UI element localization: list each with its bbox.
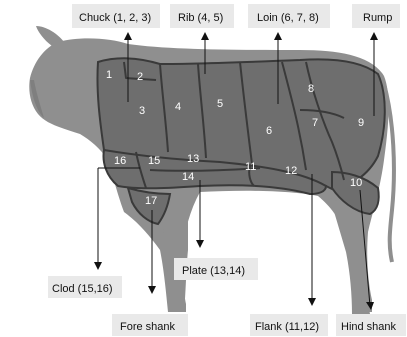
flank-label: Flank (11,12)	[255, 321, 319, 333]
fore-shank-label: Fore shank	[120, 321, 176, 333]
cut-number-6: 6	[266, 125, 272, 137]
clod-label: Clod (15,16)	[52, 283, 113, 295]
cut-number-13: 13	[187, 153, 199, 165]
cut-number-11: 11	[245, 161, 256, 173]
cut-regions	[97, 58, 384, 224]
cut-number-10: 10	[350, 177, 362, 189]
chuck-label: Chuck (1, 2, 3)	[79, 12, 151, 24]
hind-shank-label: Hind shank	[341, 321, 397, 333]
cut-number-2: 2	[137, 71, 143, 83]
cut-number-16: 16	[114, 155, 126, 167]
cut-number-9: 9	[358, 117, 364, 129]
cut-number-14: 14	[182, 171, 194, 183]
plate-label: Plate (13,14)	[182, 265, 245, 277]
cut-number-12: 12	[285, 165, 297, 177]
cut-number-3: 3	[139, 105, 145, 117]
cut-number-8: 8	[308, 83, 314, 95]
cut-number-4: 4	[175, 101, 181, 113]
cut-number-17: 17	[145, 195, 157, 207]
loin-label: Loin (6, 7, 8)	[257, 12, 319, 24]
rib-label: Rib (4, 5)	[178, 12, 223, 24]
cut-number-1: 1	[106, 69, 112, 81]
cut-number-5: 5	[217, 98, 223, 110]
cut-number-15: 15	[148, 155, 160, 167]
cut-number-7: 7	[312, 117, 318, 129]
rump-label: Rump	[363, 12, 392, 24]
